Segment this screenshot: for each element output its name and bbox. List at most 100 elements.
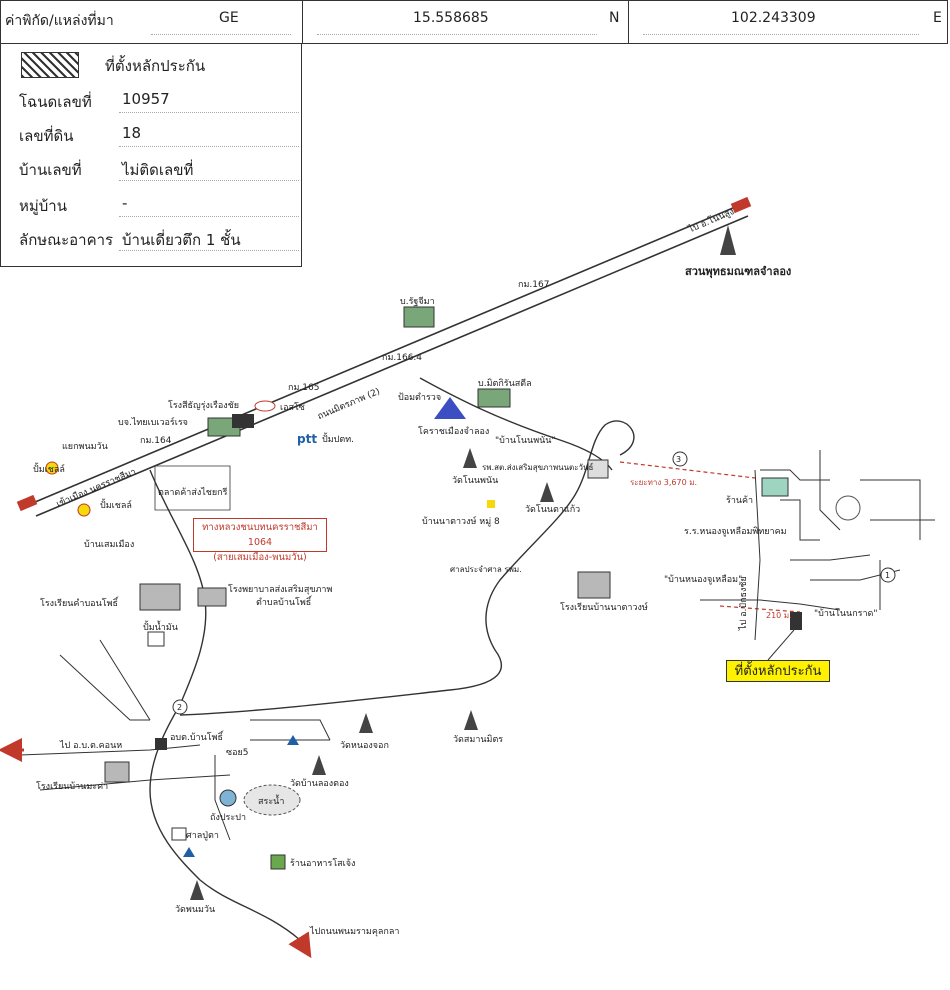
temples [190, 225, 736, 900]
temple-icon [463, 448, 477, 468]
dotted-line [317, 34, 597, 35]
hospital-icon [197, 587, 227, 607]
label-water-tower: ถังประปา [210, 813, 246, 823]
label-school-bamnet: โรงเรียนคำบอนโพธิ์ [40, 596, 120, 609]
label-school-rr: ร.ร.หนองจูเหลือมพิทยาคม [684, 526, 787, 537]
dotted-line [119, 180, 299, 181]
building-icon [761, 477, 789, 497]
road-east [179, 420, 635, 716]
label-soi5: ซอย5 [226, 748, 249, 758]
label-mitr-steel: บ.มิตกิรันสตีล [478, 378, 532, 389]
market-boundary [154, 465, 231, 511]
label-shell2: ปั้มเชลล์ [100, 498, 132, 511]
dotted-line [119, 112, 299, 113]
hatch-swatch-icon [21, 52, 79, 78]
temple-icon [540, 482, 554, 502]
label-obt: อบต.บ้านโพธิ์ [170, 730, 225, 743]
road-1064-box: ทางหลวงชนบทนครราชสีมา 1064 (สายเสมเมือง-… [193, 518, 327, 563]
dotted-line [643, 34, 919, 35]
label-hospital2: ตำบลบ้านโพธิ์ [256, 595, 313, 608]
legend-value: ไม่ติดเลขที่ [122, 161, 194, 179]
arrow-south-icon [288, 931, 312, 959]
road-1064 [149, 469, 301, 941]
label-shrine: ศาลประจำศาล รพม. [450, 565, 522, 574]
temple-icon [190, 880, 204, 900]
coord-lon-cell: 102.243309 E [629, 1, 947, 43]
shell-icon [77, 503, 91, 517]
coord-source: GE [219, 10, 239, 26]
label-n2: 2 [177, 703, 182, 712]
label-mittraphap: ถนนมิตรภาพ (2) [316, 386, 382, 422]
label-bor-rujima: บ.รัฐจีมา [400, 296, 435, 307]
label-school-khonkham: โรงเรียนบ้านมะค่า [36, 781, 108, 792]
label-thai-bev: บจ.ไทยเบเวอร์เรจ [118, 416, 188, 428]
temple-icon [312, 755, 326, 775]
yellow-marker-icon [487, 500, 495, 508]
restaurant-icon [270, 854, 286, 870]
esso-icon [254, 400, 276, 412]
label-shop: ร้านค้า [726, 495, 753, 506]
label-shell1: ปั้มเชลล์ [33, 462, 65, 475]
label-km165: กม.165 [288, 383, 319, 393]
pyramid-icon [434, 397, 466, 419]
coord-lon-suffix: E [933, 10, 942, 26]
building-icon [587, 459, 609, 479]
label-ban-na-tawan: บ้านนาตาวงษ์ หมู่ 8 [422, 515, 500, 527]
legend-key: โฉนดเลขที่ [19, 93, 92, 111]
label-dist-210: 210 ม. [766, 611, 792, 620]
legend-value: 10957 [122, 90, 170, 108]
road-korat-branch [419, 377, 613, 471]
label-health-center: รพ.สต.ส่งเสริมสุขภาพนนตะวันธ์ [482, 462, 593, 472]
label-wat-nong-jok: วัดหนองจอก [340, 741, 389, 751]
property-marker-icon [790, 612, 802, 630]
label-hospital: โรงพยาบาลส่งเสริมสุขภาพ [228, 584, 332, 595]
landmark-buildings [104, 306, 611, 870]
coordinates-row: ค่าพิกัด/แหล่งที่มา GE 15.558685 N 102.2… [0, 0, 948, 44]
factory-icon [477, 388, 511, 408]
temple-icon [720, 225, 736, 255]
legend-key: ลักษณะอาคาร [19, 231, 114, 249]
dotted-line [119, 216, 299, 217]
coord-source-cell: ค่าพิกัด/แหล่งที่มา GE [1, 1, 303, 43]
school-icon [577, 571, 611, 599]
label-to-phanom: ไปถนนพนมรามคุลกลา [309, 926, 399, 937]
rice-mill-icon [232, 414, 254, 428]
label-wat-non-phan: วัดโนนพนัน [452, 475, 498, 486]
legend-key: หมู่บ้าน [19, 197, 67, 215]
label-km166: กม.166.4 [382, 353, 422, 363]
school-icon [104, 761, 130, 783]
label-market: ตลาดค้าส่งไชยกรี [158, 487, 228, 498]
label-km164: กม.164 [140, 436, 172, 446]
property-pin-label: ที่ตั้งหลักประกัน [726, 660, 830, 682]
label-suan-phuttha: สวนพุทธมณฑลจำลอง [685, 265, 791, 279]
obt-icon [155, 738, 167, 750]
label-sala: ศาลปู่ตา [186, 831, 219, 841]
temple-icon [359, 713, 373, 733]
legend-title: ที่ตั้งหลักประกัน [105, 57, 206, 75]
label-ptt: ptt [297, 432, 317, 446]
label-to-pratai: ไป อ.ปักธงชัย [738, 576, 749, 631]
legend-value: 18 [122, 124, 142, 142]
label-to-ban-kha: ไป อ.บ.ต.คอนห [59, 740, 122, 751]
legend-key: บ้านเลขที่ [19, 161, 82, 179]
legend-key: เลขที่ดิน [19, 127, 74, 145]
label-wat-ban-long: วัดบ้านลองตอง [290, 778, 349, 789]
factory-icon [403, 306, 435, 328]
label-n3: 3 [676, 455, 681, 464]
marker-2 [172, 699, 188, 715]
label-esso: เอสโซ่ [280, 402, 305, 413]
road-label-2: (สายเสมเมือง-พนมวัน) [213, 552, 307, 563]
coord-lat-cell: 15.558685 N [303, 1, 629, 43]
label-pom: ป้อมตำรวจ [398, 392, 441, 403]
label-yaek-phanom: แยกพนมวัน [62, 442, 108, 452]
label-wat-non-rak: วัดโนนตาแก้ว [525, 504, 580, 515]
pond-icon [243, 784, 301, 816]
legend-value: บ้านเดี่ยวตึก 1 ชั้น [122, 231, 241, 249]
label-distance: ระยะทาง 3,670 ม. [630, 478, 697, 487]
coord-lon: 102.243309 [731, 10, 816, 26]
tent-icon [183, 847, 195, 857]
label-restaurant: ร้านอาหารโสเจ้ง [290, 858, 355, 869]
temple-icon [464, 710, 478, 730]
shrine-icon [171, 827, 187, 841]
